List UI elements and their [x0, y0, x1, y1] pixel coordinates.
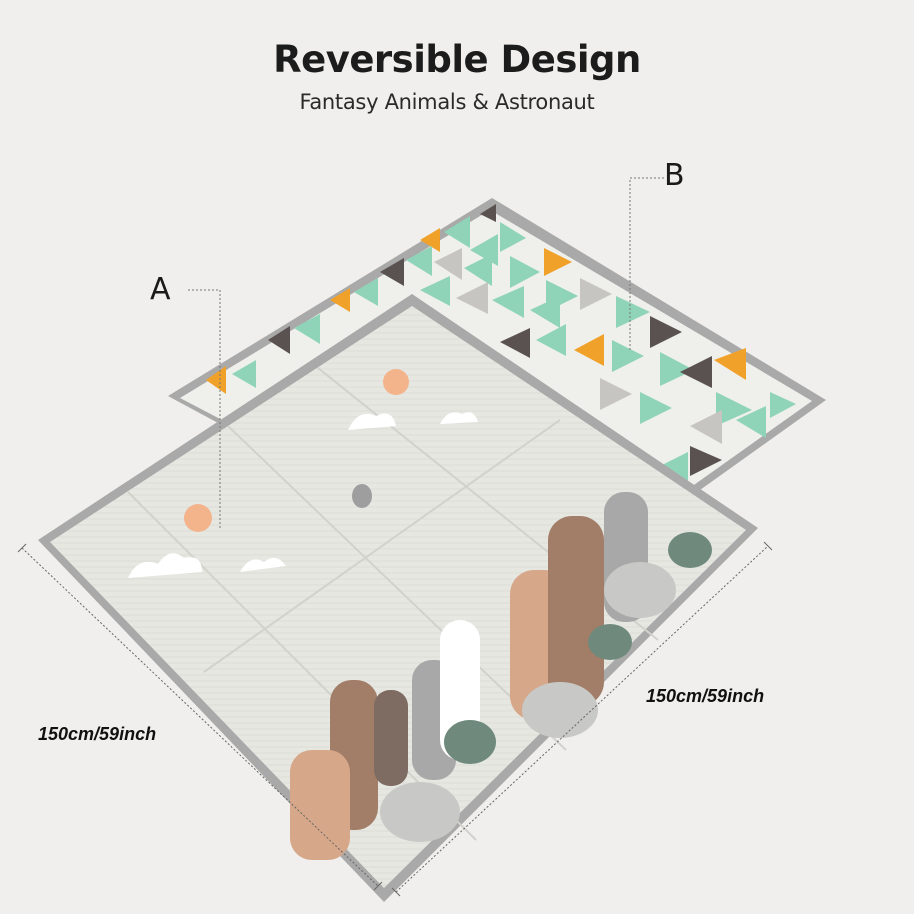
dimension-label-right: 150cm/59inch: [646, 686, 765, 706]
page-title: Reversible Design: [273, 38, 641, 81]
dimension-lines: [17, 541, 773, 897]
mat-b-triangle-pattern: [206, 204, 796, 484]
page-subtitle: Fantasy Animals & Astronaut: [299, 90, 595, 114]
callout-lines: [188, 177, 664, 530]
callout-label-b: B: [664, 158, 685, 193]
dimension-label-left: 150cm/59inch: [38, 724, 157, 744]
mat-a-animal-group: [290, 492, 712, 860]
callout-label-a: A: [150, 272, 171, 307]
mat-a-sky-elements: [128, 369, 478, 578]
mat-a: [38, 294, 758, 902]
